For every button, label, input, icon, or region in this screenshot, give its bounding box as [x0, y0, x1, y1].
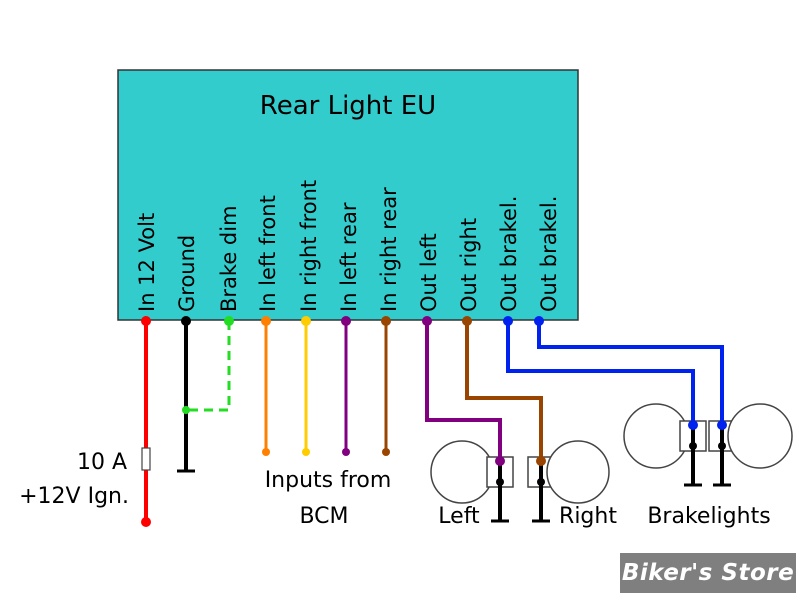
right-lamp-dot-brown [536, 456, 546, 466]
pin-dot-in-right-rear [381, 316, 391, 326]
pin-dot-brake-dim [224, 316, 234, 326]
brakelight-dot-blue-1 [688, 420, 698, 430]
logo-text: Biker's Store [621, 560, 795, 586]
pin-label-ground: Ground [175, 235, 199, 312]
pin-dot-in-left-rear [341, 316, 351, 326]
control-unit-box [117, 69, 579, 321]
pin-label-out-brakel-2: Out brakel. [537, 196, 561, 312]
wire-out-right [465, 321, 543, 461]
right-lamp-label: Right [559, 504, 617, 529]
supply-terminal-dot [141, 517, 151, 527]
wire-out-brakel-1 [506, 321, 695, 425]
brakelight-dot-black-2 [718, 442, 726, 450]
supply-label: +12V Ign. [19, 484, 129, 509]
right-lamp-dot-black [537, 478, 545, 486]
pin-label-out-right: Out right [457, 218, 481, 312]
pin-dot-ground [181, 316, 191, 326]
fuse-label: 10 A [77, 450, 127, 475]
pin-label-in-left-front: In left front [256, 195, 280, 312]
pin-dot-in-left-front [261, 316, 271, 326]
brakelight-dot-blue-2 [717, 420, 727, 430]
pin-dot-in-right-front [301, 316, 311, 326]
pin-label-in-right-front: In right front [297, 180, 321, 312]
pin-dot-out-right [462, 316, 472, 326]
wire-out-brakel-2 [537, 321, 724, 425]
pin-dot-out-brakel-2 [534, 316, 544, 326]
unit-title: Rear Light EU [260, 91, 436, 121]
wire-out-left [425, 321, 502, 461]
inputs-label-line1: Inputs from [265, 468, 392, 493]
brakelight-dot-black-1 [689, 442, 697, 450]
left-lamp-dot-purple [495, 456, 505, 466]
pin-label-brake-dim: Brake dim [217, 205, 241, 312]
junction-dot-ground [182, 406, 190, 414]
end-dot-in-right-front [302, 448, 310, 456]
pin-dot-out-left [422, 316, 432, 326]
pin-label-out-brakel-1: Out brakel. [497, 196, 521, 312]
inputs-label-line2: BCM [299, 504, 348, 529]
pin-label-in-right-rear: In right rear [377, 187, 401, 312]
end-dot-in-left-rear [342, 448, 350, 456]
left-lamp-dot-black [496, 478, 504, 486]
pin-dot-out-brakel-1 [503, 316, 513, 326]
left-lamp-label: Left [438, 504, 480, 529]
pin-dot-12v [141, 316, 151, 326]
pin-label-in-left-rear: In left rear [337, 202, 361, 312]
end-dot-in-right-rear [382, 448, 390, 456]
wire-brake-dim [186, 321, 231, 412]
pin-label-in-12-volt: In 12 Volt [135, 213, 159, 312]
brakelights-label: Brakelights [647, 504, 770, 529]
pin-label-out-left: Out left [417, 233, 441, 312]
end-dot-in-left-front [262, 448, 270, 456]
fuse-symbol [141, 447, 151, 471]
bikers-store-logo: Biker's Store [620, 553, 796, 593]
